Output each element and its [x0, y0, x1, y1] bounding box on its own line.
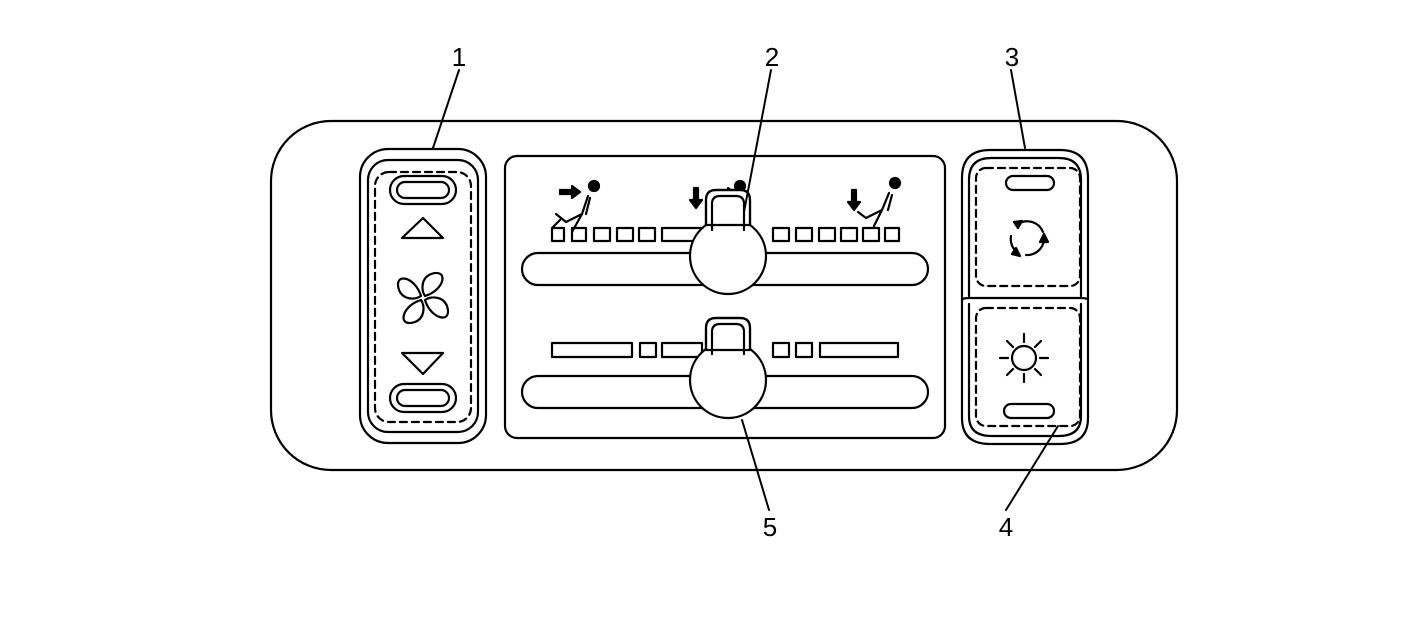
vent-mode-icon [550, 179, 601, 234]
callout-4: 4 [999, 512, 1013, 542]
fan-icon [396, 271, 450, 325]
temperature-indicator-row [550, 341, 900, 359]
callout-1: 1 [452, 42, 466, 72]
slider-bezel [503, 154, 947, 440]
mode-slider-knob[interactable] [688, 188, 768, 296]
floor-mode-icon [846, 176, 902, 228]
callout-2: 2 [765, 42, 779, 72]
recirculation-indicator-slot [1004, 174, 1056, 192]
control-panel-housing [269, 119, 1179, 472]
recirculation-icon [1009, 219, 1050, 258]
callout-5: 5 [763, 512, 777, 542]
recirculation-button-frame [974, 166, 1082, 288]
light-bulb-icon [998, 332, 1050, 384]
blower-down-slot [388, 382, 458, 414]
leader-line-2 [743, 69, 772, 213]
triangle-down-icon [400, 351, 445, 376]
leader-line-4 [1005, 425, 1059, 511]
light-indicator-slot [1002, 402, 1056, 420]
blower-up-slot [388, 174, 458, 206]
triangle-up-icon [400, 216, 445, 240]
blower-switch-frame [373, 170, 473, 424]
leader-line-5 [741, 419, 770, 511]
temperature-slider-knob[interactable] [688, 316, 768, 420]
blower-speed-switch[interactable] [358, 147, 488, 445]
leader-line-3 [1010, 69, 1026, 149]
callout-3: 3 [1005, 42, 1019, 72]
leader-lines [432, 69, 1059, 511]
light-button-frame [974, 306, 1082, 428]
recirculation-button[interactable] [960, 148, 1090, 302]
leader-line-1 [432, 69, 460, 149]
light-button[interactable] [960, 296, 1090, 446]
